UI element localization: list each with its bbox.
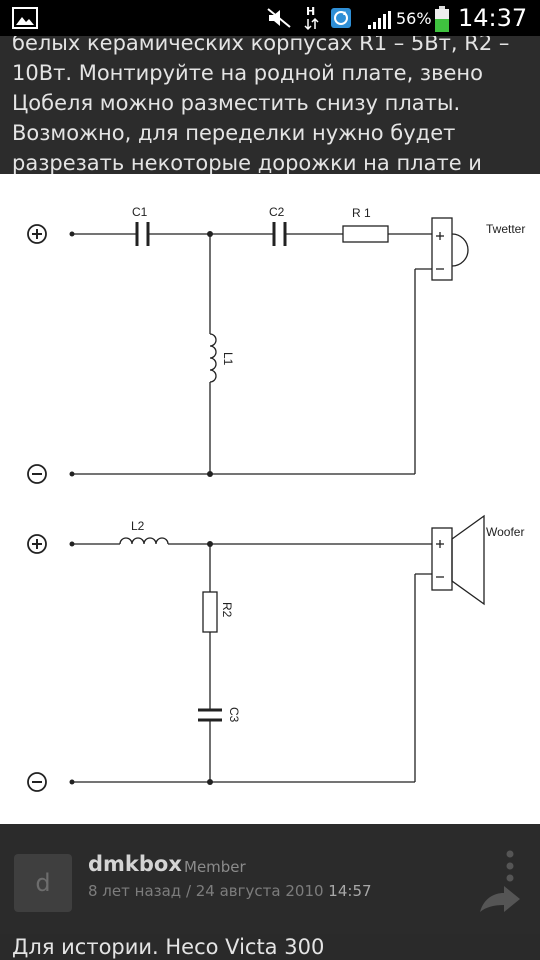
label-r2: R2 [220, 602, 234, 618]
label-c1: C1 [132, 205, 148, 219]
post-paragraph: белых керамических корпусах R1 – 5Вт, R2… [12, 36, 510, 174]
label-l1: L1 [221, 352, 235, 366]
plus-terminal-icon [27, 534, 47, 554]
label-tweeter: Twetter [486, 222, 525, 236]
overflow-menu-icon[interactable] [500, 848, 520, 884]
clock: 14:37 [458, 4, 528, 32]
label-r1: R 1 [352, 206, 371, 220]
post-date: 8 лет назад / 24 августа 2010 14:57 [88, 882, 372, 900]
schematic-svg: C1 C2 R 1 L1 L2 R2 C3 Twetter Woofer [27, 205, 525, 792]
post-author-row: d dmkbox Member 8 лет назад / 24 августа… [0, 824, 540, 934]
label-l2: L2 [131, 519, 145, 533]
label-c2: C2 [269, 205, 285, 219]
signal-icon [368, 11, 391, 29]
svg-text:H: H [306, 5, 315, 18]
crossover-schematic-image[interactable]: C1 C2 R 1 L1 L2 R2 C3 Twetter Woofer [0, 174, 540, 824]
avatar[interactable]: d [14, 854, 72, 912]
label-woofer: Woofer [486, 525, 524, 539]
hspa-data-icon: H [304, 5, 319, 31]
battery-percent: 56% [396, 8, 432, 28]
plus-terminal-icon [27, 224, 47, 244]
post-body-text: белых керамических корпусах R1 – 5Вт, R2… [0, 36, 540, 174]
minus-terminal-icon [27, 772, 47, 792]
author-role: Member [184, 858, 246, 876]
label-c3: C3 [227, 707, 241, 723]
next-post-text: Для истории. Heco Victa 300 [12, 935, 325, 959]
status-bar: H 56% 14:37 [0, 0, 540, 36]
gallery-icon [12, 7, 38, 29]
battery-icon [435, 6, 449, 32]
author-name[interactable]: dmkbox [88, 852, 182, 876]
sync-icon [331, 8, 351, 28]
minus-terminal-icon [27, 464, 47, 484]
share-icon[interactable] [478, 884, 522, 914]
mute-icon [267, 8, 291, 28]
